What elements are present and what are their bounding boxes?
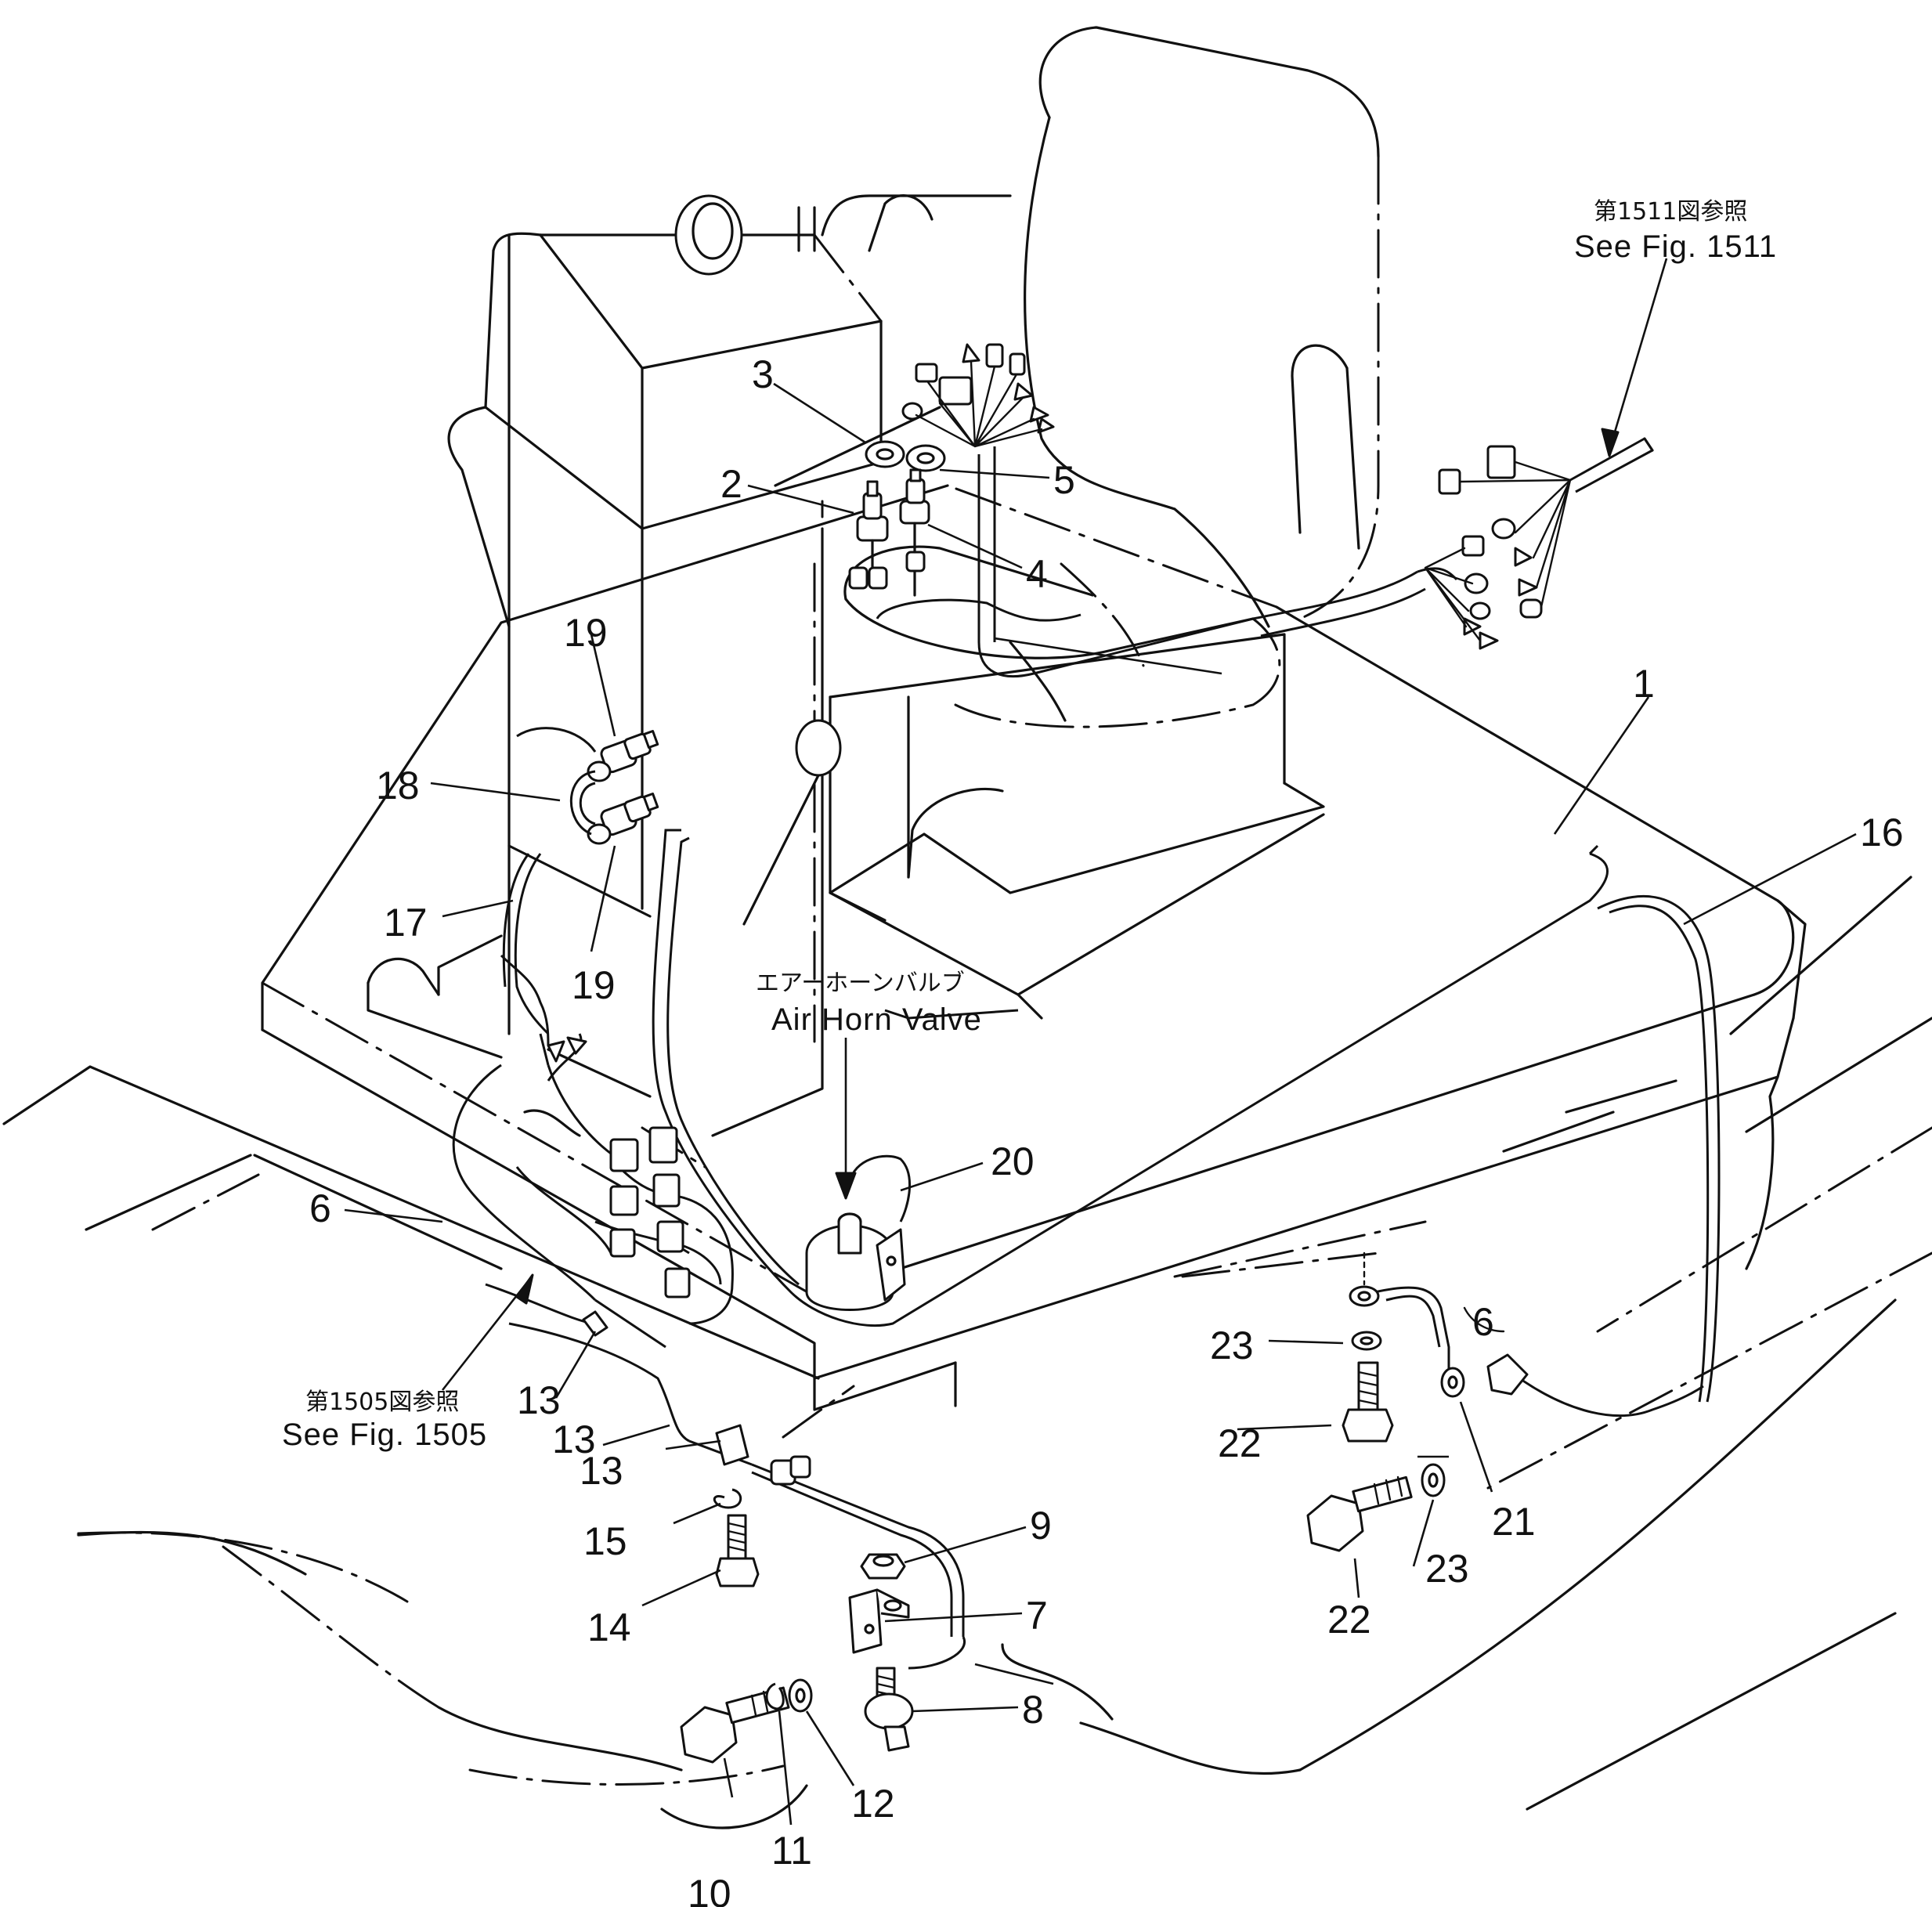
callout-9: 9 xyxy=(1030,1504,1052,1548)
washer-12-icon xyxy=(788,1678,813,1713)
bolt-22-lower-icon xyxy=(1306,1475,1413,1552)
callout-23-lower: 23 xyxy=(1425,1547,1469,1591)
lock-washer-11-icon xyxy=(765,1682,785,1710)
callout-5: 5 xyxy=(1053,458,1075,502)
relay-block-icon xyxy=(523,1109,691,1298)
parts: 6 xyxy=(516,343,1654,1764)
bolt-22-upper-icon xyxy=(1342,1361,1394,1443)
terminal-nut-icon xyxy=(1486,1353,1529,1396)
washer-23-upper-icon xyxy=(1351,1331,1382,1351)
terminal-8-icon xyxy=(864,1667,914,1752)
clamp-13-lower-icon xyxy=(715,1424,749,1466)
wiring-harness xyxy=(452,446,1721,1670)
bracket-7-icon xyxy=(848,1588,910,1654)
bolt-14-icon xyxy=(715,1514,760,1587)
callout-15: 15 xyxy=(583,1519,627,1563)
callout-4: 4 xyxy=(1026,552,1048,596)
switch-2-icon xyxy=(848,480,889,590)
note-air-horn-jp: エアーホーンバルブ xyxy=(756,970,965,997)
callout-19-lower: 19 xyxy=(572,963,616,1007)
callout-17: 17 xyxy=(384,901,428,944)
note-fig1505-jp: 第1505図参照 xyxy=(305,1389,459,1416)
switch-4-icon xyxy=(899,468,930,597)
ring-terminal-upper-icon xyxy=(1349,1285,1380,1307)
callout-6: 6 xyxy=(309,1186,331,1230)
callout-3: 3 xyxy=(752,352,774,396)
leader-lines xyxy=(344,258,1857,1826)
note-air-horn-en: Air Horn Valve xyxy=(771,1002,982,1037)
switch-19-upper-icon xyxy=(587,729,659,782)
lock-washer-15-icon xyxy=(713,1488,742,1509)
note-fig1511-jp: 第1511図参照 xyxy=(1594,198,1747,226)
nut-3-icon xyxy=(865,440,905,468)
terminal-icon xyxy=(547,1040,565,1063)
callout-2: 2 xyxy=(720,462,742,506)
clamp-13-upper-icon xyxy=(582,1310,608,1337)
connector-bundle-top-icon xyxy=(901,343,1055,448)
callout-13-middle: 13 xyxy=(552,1418,596,1461)
callout-18: 18 xyxy=(376,764,420,807)
reference-notes: 第1511図参照 See Fig. 1511 第1505図参照 See Fig.… xyxy=(282,198,1777,1452)
callout-22-lower: 22 xyxy=(1327,1598,1371,1642)
callout-8: 8 xyxy=(1022,1688,1044,1732)
callout-14: 14 xyxy=(587,1605,631,1649)
nut-5-icon xyxy=(905,444,946,472)
callout-7: 7 xyxy=(1026,1594,1048,1638)
switch-19-lower-icon xyxy=(587,792,659,845)
callout-1: 1 xyxy=(1633,662,1655,706)
callout-10: 10 xyxy=(688,1872,731,1907)
nut-9-icon xyxy=(860,1553,906,1580)
washer-23-lower-icon xyxy=(1421,1463,1446,1497)
ring-terminal-21-icon xyxy=(1440,1367,1465,1398)
callout-12: 12 xyxy=(851,1782,895,1826)
connector-bundle-right-icon xyxy=(1424,437,1654,650)
callout-13-right: 13 xyxy=(580,1449,623,1493)
callout-13-left: 13 xyxy=(517,1378,561,1422)
callouts: 1 2 3 4 5 6 7 8 9 10 11 12 13 13 13 14 1… xyxy=(309,352,1904,1907)
note-fig1511-en: See Fig. 1511 xyxy=(1574,229,1777,264)
callout-23-upper: 23 xyxy=(1210,1324,1254,1367)
callout-20: 20 xyxy=(991,1140,1035,1183)
machine-outline xyxy=(2,26,1932,1829)
note-fig1505-en: See Fig. 1505 xyxy=(282,1418,487,1452)
air-horn-valve-icon xyxy=(805,1212,906,1311)
callout-11: 11 xyxy=(771,1829,812,1873)
callout-16: 16 xyxy=(1860,811,1904,854)
callout-21: 21 xyxy=(1492,1500,1536,1544)
callout-22-upper: 22 xyxy=(1218,1421,1262,1465)
callout-19-upper: 19 xyxy=(564,611,608,655)
